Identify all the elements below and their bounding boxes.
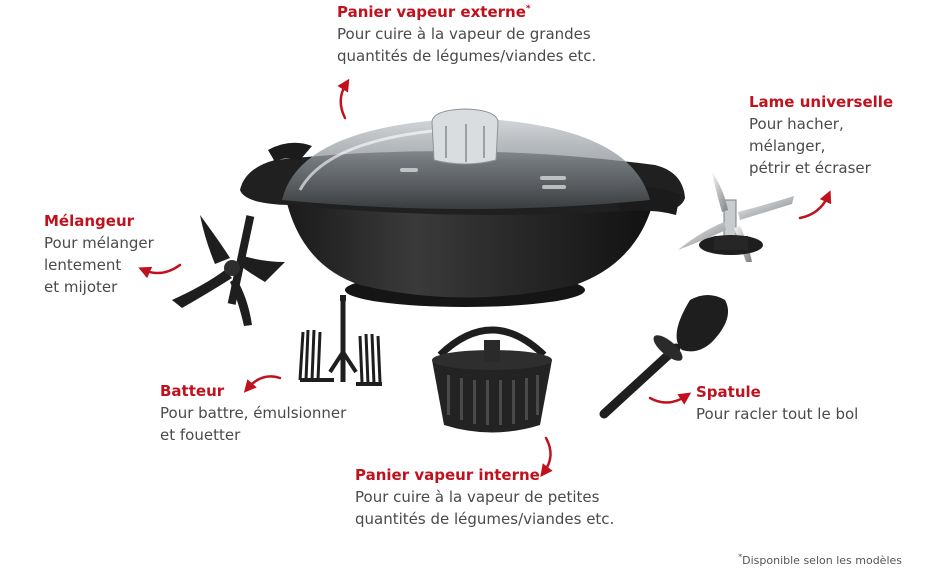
label-lame-universelle: Lame universelle Pour hacher, mélanger, … [749,92,893,179]
desc-panier-vapeur-interne: Pour cuire à la vapeur de petites quanti… [355,488,615,528]
title-batteur: Batteur [160,382,225,400]
label-melangeur: Mélangeur Pour mélanger lentement et mij… [44,211,154,298]
bowl-with-lid-image [240,108,685,307]
melangeur-image [172,215,285,326]
arrow-batteur [243,375,282,393]
lame-universelle-image [678,172,794,262]
desc-panier-vapeur-externe: Pour cuire à la vapeur de grandes quanti… [337,25,597,65]
footnote-mark: * [525,4,531,14]
label-spatule: Spatule Pour racler tout le bol [696,382,858,425]
footnote-asterisk: * [738,552,743,562]
title-panier-vapeur-externe: Panier vapeur externe* [337,3,531,21]
arrow-lame [798,190,832,220]
desc-batteur: Pour battre, émulsionner et fouetter [160,404,347,444]
footnote: *Disponible selon les modèles [738,552,902,567]
title-panier-vapeur-interne: Panier vapeur interne [355,466,540,484]
label-panier-vapeur-interne: Panier vapeur interne Pour cuire à la va… [355,465,614,530]
title-spatule: Spatule [696,383,761,401]
arrow-melangeur [138,263,182,279]
label-batteur: Batteur Pour battre, émulsionner et foue… [160,381,346,446]
title-lame-universelle: Lame universelle [749,93,894,111]
spatule-image [599,295,729,419]
arrow-panier-externe [337,78,350,120]
panier-vapeur-interne-image [432,326,552,433]
label-panier-vapeur-externe: Panier vapeur externe* Pour cuire à la v… [337,2,596,67]
arrows [138,78,832,478]
desc-lame-universelle: Pour hacher, mélanger, pétrir et écraser [749,115,871,177]
desc-melangeur: Pour mélanger lentement et mijoter [44,234,154,296]
batteur-image [298,295,382,386]
desc-spatule: Pour racler tout le bol [696,405,859,423]
arrow-spatule [648,392,692,405]
arrow-panier-interne [540,436,553,478]
title-melangeur: Mélangeur [44,212,135,230]
